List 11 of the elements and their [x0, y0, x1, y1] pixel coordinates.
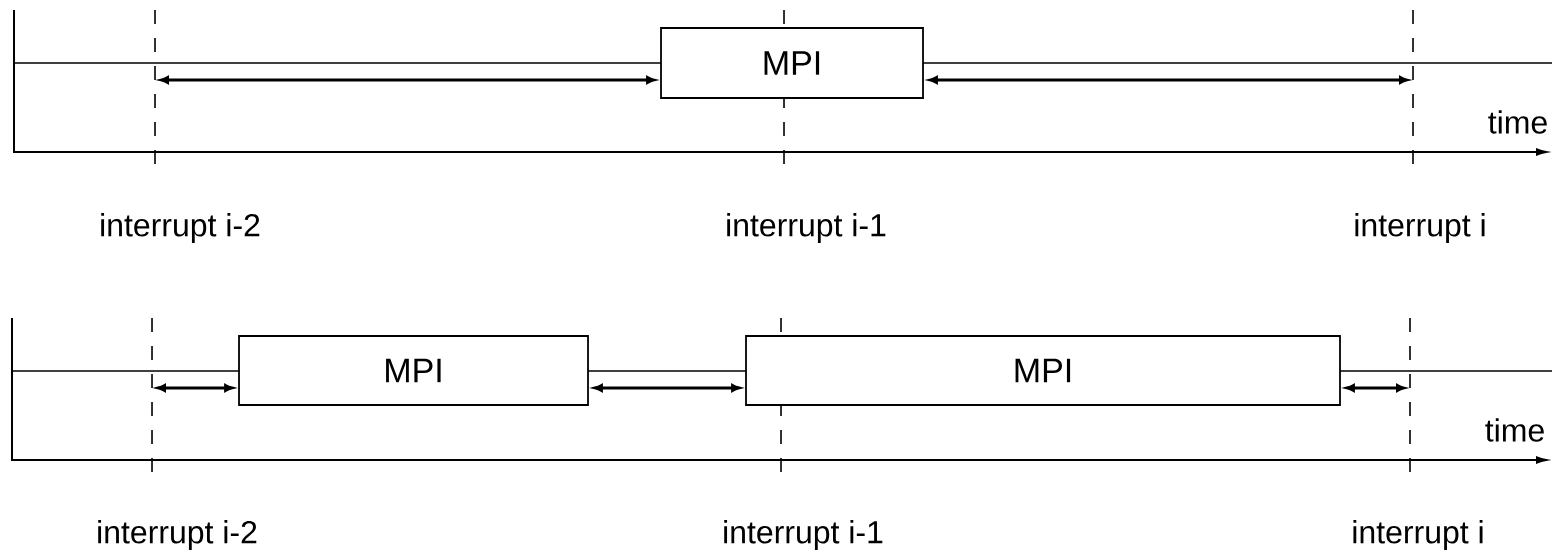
interrupt-label: interrupt i-2	[101, 213, 260, 243]
interrupt-label: interrupt i	[1355, 213, 1485, 243]
interrupt-label: interrupt i	[1353, 520, 1483, 550]
interrupt-label: interrupt i-1	[727, 213, 886, 243]
process-box: MPI	[745, 335, 1341, 406]
process-box: MPI	[660, 27, 924, 99]
time-label: time	[1488, 110, 1547, 134]
interrupt-label: interrupt i-1	[724, 520, 883, 550]
process-box: MPI	[238, 335, 589, 406]
time-label: time	[1485, 418, 1544, 442]
interrupt-label: interrupt i-2	[98, 520, 257, 550]
